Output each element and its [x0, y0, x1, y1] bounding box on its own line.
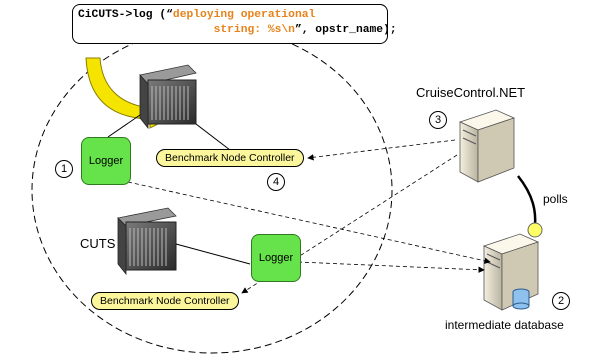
logger-top-to-server	[107, 114, 141, 138]
code-snippet: CiCUTS->log (“deploying operational stri…	[72, 4, 397, 44]
bnc-bottom-label: Benchmark Node Controller	[100, 295, 230, 307]
step-4-badge: 4	[267, 173, 285, 191]
server-bottom-icon	[117, 207, 177, 276]
code-line1-string: deploying operational	[172, 9, 316, 21]
logger-top: Logger	[81, 137, 131, 185]
bnc-bottom: Benchmark Node Controller	[91, 292, 239, 310]
code-line1-prefix: CiCUTS->log (“	[78, 9, 173, 21]
code-line2-suffix: ”, opstr_name);	[294, 24, 397, 36]
intermediate-database-label: intermediate database	[445, 318, 564, 332]
polls-connector	[517, 175, 537, 227]
polls-ball	[527, 222, 543, 238]
cuts-label: CUTS	[80, 236, 116, 251]
server-top-icon	[139, 64, 197, 130]
step-2-badge: 2	[552, 292, 570, 310]
server-top-to-bnc	[195, 123, 231, 151]
cc-to-bnc-top-arrow	[307, 139, 456, 161]
logger-bottom-label: Logger	[258, 252, 294, 264]
step-3-badge: 3	[429, 111, 447, 129]
cruisecontrol-server-icon	[458, 109, 516, 183]
logger-top-to-db-arrow	[127, 181, 491, 264]
cruisecontrol-label: CruiseControl.NET	[416, 85, 526, 100]
bnc-top-label: Benchmark Node Controller	[165, 152, 295, 164]
step-1-badge: 1	[55, 160, 73, 178]
database-server-icon	[482, 233, 540, 311]
logger-bottom: Logger	[251, 234, 301, 282]
code-line2-indent	[78, 24, 214, 36]
bnc-top: Benchmark Node Controller	[156, 149, 304, 167]
code-line2-string: string: %s\n	[213, 24, 295, 36]
server-bottom-to-logger	[175, 243, 251, 265]
logger-bottom-to-db-arrow	[297, 261, 485, 273]
logger-top-label: Logger	[88, 155, 124, 167]
polls-label: polls	[543, 192, 568, 206]
